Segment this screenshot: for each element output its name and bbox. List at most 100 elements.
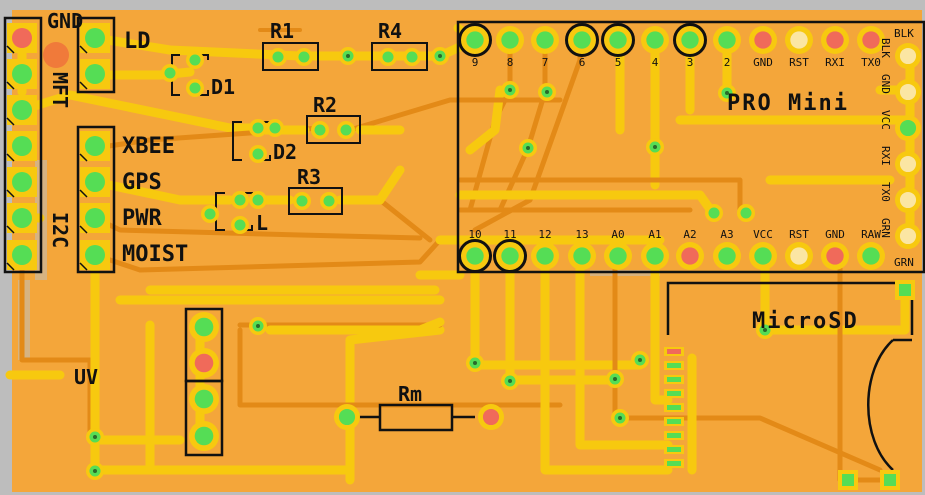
r2-pad-1 bbox=[311, 121, 329, 139]
trace-46 bbox=[377, 197, 433, 243]
trace-56 bbox=[265, 317, 445, 335]
pro-mini-corner-label-bottom: GRN bbox=[894, 256, 914, 269]
microsd-pad-2 bbox=[664, 361, 684, 370]
label-r1: R1 bbox=[270, 19, 294, 43]
pro-mini-top-pin-9 bbox=[458, 23, 492, 57]
resistor-r4-outline bbox=[371, 42, 428, 71]
header-j2-connectors bbox=[76, 16, 116, 274]
label-mft: MFT bbox=[48, 72, 72, 108]
microsd-pad-3 bbox=[664, 375, 684, 384]
pro-mini-top-pin-5 bbox=[601, 23, 635, 57]
r4-pad-1 bbox=[379, 48, 397, 66]
d1-pad-3 bbox=[186, 79, 204, 97]
pro-mini-bottom-pin-A2 bbox=[676, 242, 704, 270]
j1-pad-5 bbox=[6, 167, 37, 198]
via-8 bbox=[611, 409, 629, 427]
trace-9 bbox=[19, 252, 93, 443]
pro-mini-bottom-pin-A3 bbox=[713, 242, 741, 270]
pro-mini-top-pin-label: 4 bbox=[652, 56, 659, 69]
l-pad-2 bbox=[249, 191, 267, 209]
r2-pad-2 bbox=[337, 121, 355, 139]
via-2 bbox=[431, 47, 449, 65]
via-10 bbox=[538, 83, 556, 101]
pro-mini-bottom-pin-A0 bbox=[604, 242, 632, 270]
microsd-pad-6 bbox=[664, 417, 684, 426]
pro-mini-bottom-pin-12 bbox=[531, 242, 559, 270]
resistor-r1-outline bbox=[262, 42, 319, 71]
pro-mini-side-pin-label: VCC bbox=[879, 110, 892, 130]
j1-pad-2 bbox=[6, 59, 37, 90]
pro-mini-bottom-pin-VCC bbox=[749, 242, 777, 270]
pro-mini-top-pin-label: RST bbox=[789, 56, 809, 69]
via-11 bbox=[519, 139, 537, 157]
pro-mini-side-pin-RXI bbox=[895, 151, 921, 177]
trace-23 bbox=[575, 253, 673, 450]
pro-mini-side-pin-GRN bbox=[895, 223, 921, 249]
pro-mini-side-pin-label: GND bbox=[879, 74, 892, 94]
pro-mini-side-pin-VCC bbox=[895, 115, 921, 141]
microsd-mount-pad-1 bbox=[895, 280, 915, 300]
pro-mini-top-pin-TX0 bbox=[857, 26, 885, 54]
pro-mini-top-pin-7 bbox=[531, 26, 559, 54]
r4-pad-2 bbox=[403, 48, 421, 66]
via-5 bbox=[501, 372, 519, 390]
pro-mini-bottom-pin-label: GND bbox=[825, 228, 845, 241]
trace-50 bbox=[347, 97, 563, 133]
uv-pad-3 bbox=[189, 384, 219, 414]
conn-pad-1 bbox=[79, 131, 110, 162]
j1-pad-1 bbox=[6, 23, 37, 54]
pro-mini-bottom-pin-GND bbox=[821, 242, 849, 270]
uv-pad-1 bbox=[189, 312, 219, 342]
pro-mini-bottom-pin-label: RAW bbox=[861, 228, 881, 241]
j1-pad-7 bbox=[6, 240, 37, 271]
via-13 bbox=[718, 84, 736, 102]
pro-mini-top-pin-label: 7 bbox=[542, 56, 549, 69]
pro-mini-side-pin-BLK bbox=[895, 43, 921, 69]
via-4 bbox=[466, 354, 484, 372]
l-pad-1 bbox=[231, 191, 249, 209]
rm-pad-2 bbox=[478, 404, 504, 430]
label-pro-mini: PRO Mini bbox=[727, 91, 849, 116]
pro-mini-top-pin-label: 9 bbox=[472, 56, 479, 69]
label-r3: R3 bbox=[297, 165, 321, 189]
via-12 bbox=[646, 138, 664, 156]
label-r4: R4 bbox=[378, 19, 402, 43]
pro-mini-side-pin-label: TX0 bbox=[879, 182, 892, 202]
pro-mini-top-pin-label: 2 bbox=[724, 56, 731, 69]
j1-pad-6 bbox=[6, 203, 37, 234]
pro-mini-bottom-pin-label: A3 bbox=[720, 228, 733, 241]
rm-pad-1 bbox=[334, 404, 360, 430]
extra-pad-1 bbox=[705, 204, 723, 222]
pro-mini-top-pin-4 bbox=[641, 26, 669, 54]
pro-mini-top-pin-label: 5 bbox=[615, 56, 622, 69]
pro-mini-bottom-pin-10 bbox=[458, 239, 492, 273]
d2-pad-1 bbox=[249, 119, 267, 137]
pro-mini-bottom-pin-label: 11 bbox=[503, 228, 516, 241]
extra-pad-2 bbox=[737, 204, 755, 222]
pro-mini-bottom-pin-11 bbox=[493, 239, 527, 273]
pro-mini-side-pin-label: GRN bbox=[879, 218, 892, 238]
trace-16 bbox=[237, 327, 563, 408]
pro-mini-bottom-pin-label: 12 bbox=[538, 228, 551, 241]
pro-mini-bottom-pin-label: 10 bbox=[468, 228, 481, 241]
trace-8 bbox=[92, 237, 443, 273]
pro-mini-top-pin-2 bbox=[713, 26, 741, 54]
label-l: L bbox=[256, 211, 268, 235]
trace-42 bbox=[457, 177, 743, 218]
label-r2: R2 bbox=[313, 93, 337, 117]
pro-mini-top-pin-label: GND bbox=[753, 56, 773, 69]
via-6 bbox=[631, 351, 649, 369]
trace-22 bbox=[540, 253, 673, 475]
label-gnd: GND bbox=[47, 9, 83, 33]
d1-pad-2 bbox=[186, 51, 204, 69]
pro-mini-top-pin-GND bbox=[749, 26, 777, 54]
resistor-r2-outline bbox=[306, 115, 361, 144]
via-3 bbox=[249, 317, 267, 335]
microsd-pad-4 bbox=[664, 389, 684, 398]
pro-mini-bottom-pin-label: A2 bbox=[683, 228, 696, 241]
label-uv: UV bbox=[74, 365, 98, 389]
pro-mini-top-pin-8 bbox=[496, 26, 524, 54]
label-ld: LD bbox=[124, 29, 151, 54]
